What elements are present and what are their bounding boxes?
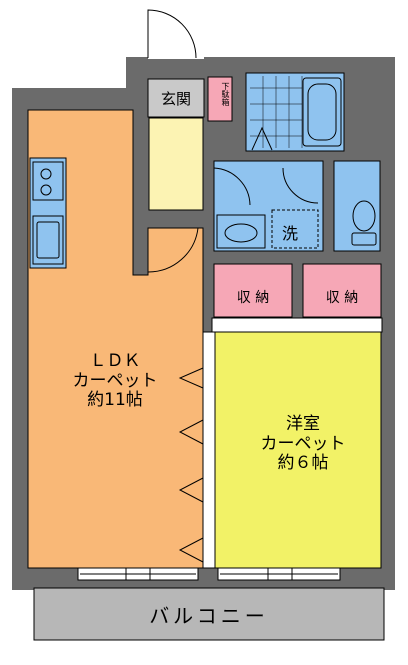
western-label-line3: 約６帖	[277, 453, 329, 474]
genkan-area	[147, 78, 205, 118]
ldk-label: ＬＤＫ カーペット 約11帖	[55, 351, 175, 411]
vanity	[216, 214, 266, 249]
washer-label: 洗	[282, 224, 299, 243]
getabako-box	[207, 76, 233, 122]
bath-door-swing	[251, 126, 273, 151]
toilet-bowl	[352, 200, 376, 232]
window-ldk-sash	[80, 568, 196, 580]
entrance-door-swing	[147, 9, 197, 59]
storage-left-label: 収 納	[236, 290, 270, 306]
storage-right	[302, 263, 382, 318]
toilet-room	[333, 160, 381, 252]
storage-left	[213, 263, 293, 318]
washer-pan	[271, 209, 319, 249]
bathtub-inner	[307, 83, 337, 141]
bathtub	[302, 77, 342, 147]
toilet-tank	[351, 232, 377, 246]
closet-door-strip	[211, 317, 383, 333]
western-label: 洋室 カーペット 約６帖	[238, 414, 368, 474]
ldk-label-line2: カーペット	[72, 370, 158, 391]
window-western-sash	[220, 568, 338, 580]
burner-icon	[40, 184, 52, 196]
hallway	[148, 117, 204, 211]
burner-icon	[40, 168, 52, 180]
sink-box	[32, 215, 64, 265]
partition-strip	[202, 331, 216, 569]
bath-tile-grid	[250, 76, 303, 148]
genkan-label: 玄関	[160, 90, 191, 108]
ldk-label-line3: 約11帖	[87, 390, 143, 411]
ldk-label-line1: ＬＤＫ	[89, 351, 141, 371]
vanity-basin	[224, 223, 258, 243]
western-label-line2: カーペット	[260, 433, 346, 454]
getabako-label: 下駄箱	[221, 82, 230, 106]
washroom-door-swing-2	[282, 167, 319, 204]
balcony-label: バルコニー	[149, 604, 269, 628]
washroom-door-swing	[213, 167, 251, 206]
storage-right-label: 収 納	[325, 290, 359, 306]
partition-marks	[178, 367, 204, 563]
ldk-door-swing	[147, 227, 199, 273]
balcony	[33, 587, 385, 641]
western-label-line1: 洋室	[286, 414, 320, 434]
sink-basin	[36, 221, 60, 259]
stove-box	[32, 161, 64, 201]
western-room	[214, 331, 382, 569]
